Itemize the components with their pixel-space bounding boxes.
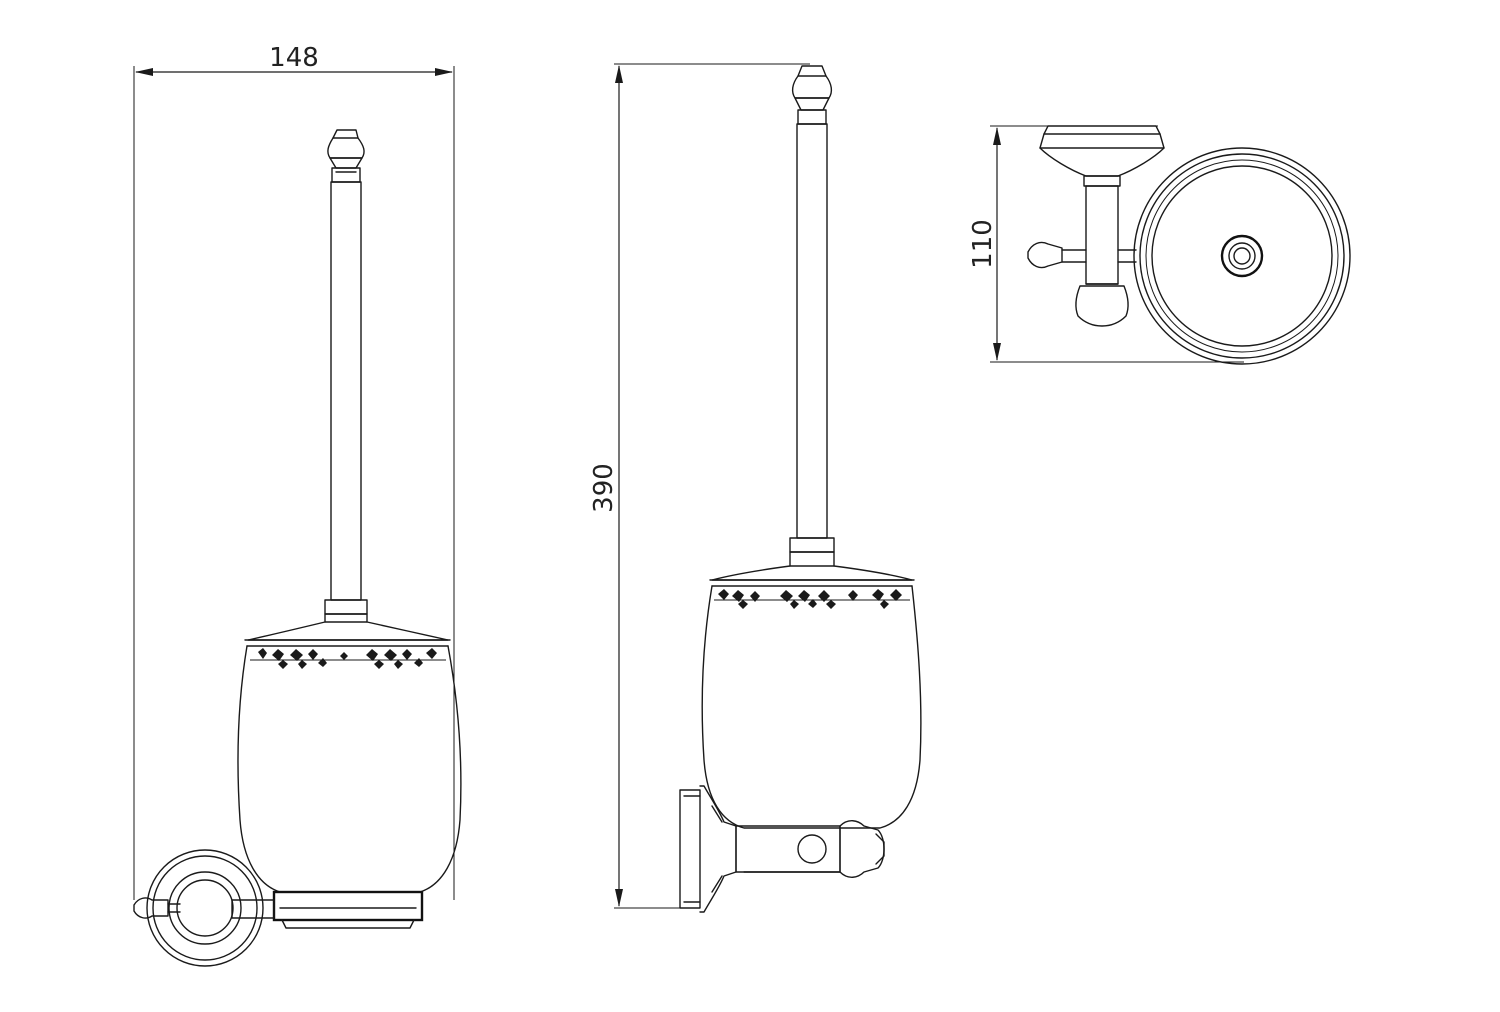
side-view: 390 — [589, 63, 922, 913]
wall-bracket-side — [679, 785, 885, 913]
cup-top — [1133, 147, 1351, 365]
width-dimension-label: 148 — [269, 43, 319, 73]
wall-bracket-front — [133, 849, 275, 967]
brush-handle-side — [789, 65, 835, 567]
depth-dimension-label: 110 — [968, 219, 998, 269]
brush-handle-front — [324, 129, 368, 623]
wall-plate-top — [1027, 125, 1165, 327]
front-view: 148 — [133, 43, 462, 967]
height-dimension: 390 — [589, 63, 810, 909]
depth-dimension: 110 — [968, 125, 1244, 363]
width-dimension: 148 — [133, 43, 455, 900]
ornament-band-front — [250, 648, 446, 669]
height-dimension-label: 390 — [589, 463, 619, 513]
ornament-band-side — [714, 589, 910, 609]
cup-side — [701, 565, 922, 829]
cup-front — [237, 621, 462, 929]
top-view: 110 — [968, 125, 1351, 365]
